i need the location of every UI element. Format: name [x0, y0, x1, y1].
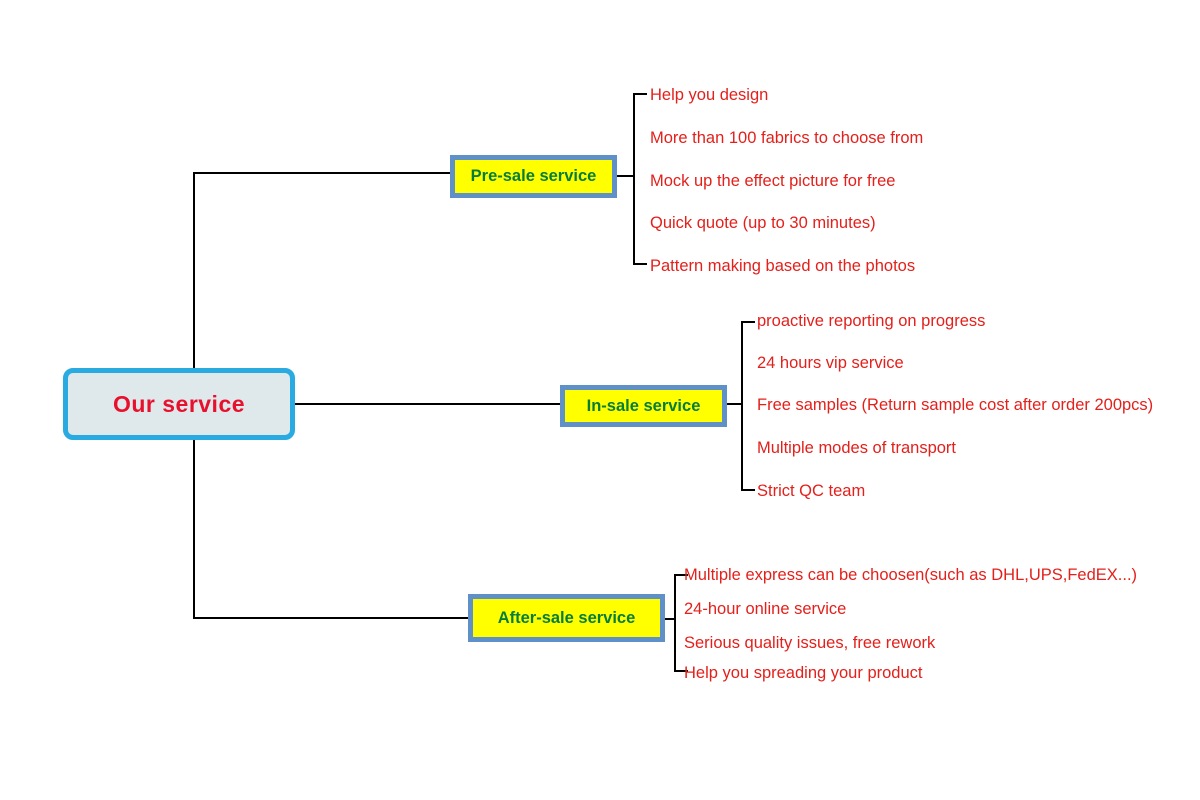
- aftersale-leaf-item: Help you spreading your product: [684, 664, 923, 682]
- insale-bracket-vertical: [741, 321, 743, 491]
- presale-bracket-tick-top: [633, 93, 647, 95]
- connector-root-to-aftersale-vertical: [193, 440, 195, 619]
- aftersale-bracket-tick-bottom: [674, 670, 688, 672]
- aftersale-leaf-item: 24-hour online service: [684, 600, 847, 618]
- presale-bracket-vertical: [633, 93, 635, 265]
- presale-leaf-item: Quick quote (up to 30 minutes): [650, 214, 876, 232]
- insale-bracket-tick-bottom: [741, 489, 755, 491]
- branch-node-label: After-sale service: [497, 608, 636, 627]
- presale-leaf-item: Mock up the effect picture for free: [650, 172, 896, 190]
- branch-node-label: In-sale service: [586, 396, 701, 415]
- connector-root-to-insale-horizontal: [295, 403, 560, 405]
- insale-leaf-item: Strict QC team: [757, 482, 866, 500]
- presale-bracket-tick-bottom: [633, 263, 647, 265]
- presale-leaf-item: Pattern making based on the photos: [650, 257, 916, 275]
- root-node-our-service: Our service: [63, 368, 295, 440]
- presale-bracket-stem: [617, 175, 634, 177]
- aftersale-bracket-vertical: [674, 574, 676, 672]
- branch-node-after-sale: After-sale service: [468, 594, 665, 642]
- root-node-label: Our service: [112, 390, 246, 417]
- aftersale-bracket-stem: [665, 618, 676, 620]
- connector-root-to-presale-vertical: [193, 172, 195, 368]
- branch-node-pre-sale: Pre-sale service: [450, 155, 617, 198]
- connector-root-to-presale-horizontal: [193, 172, 450, 174]
- insale-bracket-tick-top: [741, 321, 755, 323]
- aftersale-leaf-item: Serious quality issues, free rework: [684, 634, 936, 652]
- presale-leaf-item: More than 100 fabrics to choose from: [650, 129, 924, 147]
- aftersale-bracket-tick-top: [674, 574, 688, 576]
- insale-bracket-stem: [727, 403, 743, 405]
- branch-node-label: Pre-sale service: [470, 167, 597, 185]
- presale-leaf-item: Help you design: [650, 86, 769, 104]
- insale-leaf-item: Free samples (Return sample cost after o…: [757, 396, 1154, 414]
- insale-leaf-item: 24 hours vip service: [757, 354, 904, 372]
- insale-leaf-item: proactive reporting on progress: [757, 312, 986, 330]
- connector-root-to-aftersale-horizontal: [193, 617, 470, 619]
- aftersale-leaf-item: Multiple express can be choosen(such as …: [684, 566, 1138, 584]
- branch-node-in-sale: In-sale service: [560, 385, 727, 427]
- insale-leaf-item: Multiple modes of transport: [757, 439, 957, 457]
